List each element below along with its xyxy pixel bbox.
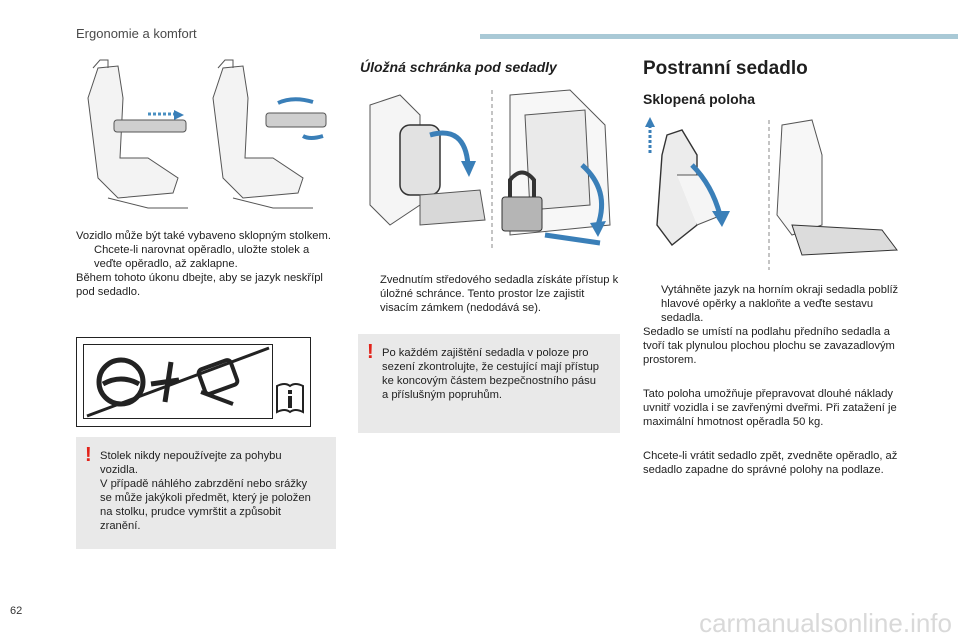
- middle-bullet-item: Zvednutím středového sedadla získáte pří…: [362, 273, 620, 315]
- right-paragraph-3: Chcete-li vrátit sedadlo zpět, zvedněte …: [643, 450, 898, 476]
- left-warning-box: ! Stolek nikdy nepoužívejte za pohybu vo…: [76, 437, 336, 549]
- storage-title: Úložná schránka pod sedadly: [360, 59, 557, 75]
- right-paragraph-2: Tato poloha umožňuje přepravovat dlouhé …: [643, 388, 897, 428]
- right-bullet-text: Vytáhněte jazyk na horním okraji sedadla…: [661, 284, 899, 324]
- folded-position-subtitle: Sklopená poloha: [643, 91, 756, 107]
- right-paragraph-1: Sedadlo se umístí na podlahu předního se…: [643, 326, 895, 366]
- section-title: Ergonomie a komfort: [76, 26, 197, 41]
- bullet-mark: [76, 243, 94, 271]
- middle-bullet-text: Zvednutím středového sedadla získáte pří…: [380, 274, 619, 314]
- side-seat-title: Postranní sedadlo: [643, 58, 808, 79]
- middle-warning-box: ! Po každém zajištění sedadla v poloze p…: [358, 334, 620, 433]
- page-number: 62: [10, 605, 23, 617]
- left-bullet-text: Chcete-li narovnat opěradlo, uložte stol…: [94, 244, 310, 270]
- bullet-mark: [643, 283, 661, 325]
- right-bullet-item: Vytáhněte jazyk na horním okraji sedadla…: [643, 283, 905, 325]
- warning-pictogram: [76, 337, 311, 427]
- left-bullet-item: Chcete-li narovnat opěradlo, uložte stol…: [76, 243, 331, 271]
- side-seat-fold-illustration: [645, 117, 898, 270]
- warning-icon: !: [367, 341, 374, 363]
- warning-icon: !: [85, 444, 92, 466]
- left-warning-text: Stolek nikdy nepoužívejte za pohybu vozi…: [100, 450, 311, 532]
- under-seat-storage-illustration: [369, 89, 611, 250]
- bullet-mark: [362, 273, 380, 315]
- header-bar: [480, 34, 958, 39]
- manual-info-icon: [276, 383, 304, 414]
- middle-warning-text: Po každém zajištění sedadla v poloze pro…: [382, 347, 600, 401]
- seat-table-illustration: [87, 59, 327, 209]
- left-intro: Vozidlo může být také vybaveno sklopným …: [76, 230, 331, 242]
- footer-watermark: carmanualsonline.info: [699, 608, 952, 638]
- left-note: Během tohoto úkonu dbejte, aby se jazyk …: [76, 272, 323, 298]
